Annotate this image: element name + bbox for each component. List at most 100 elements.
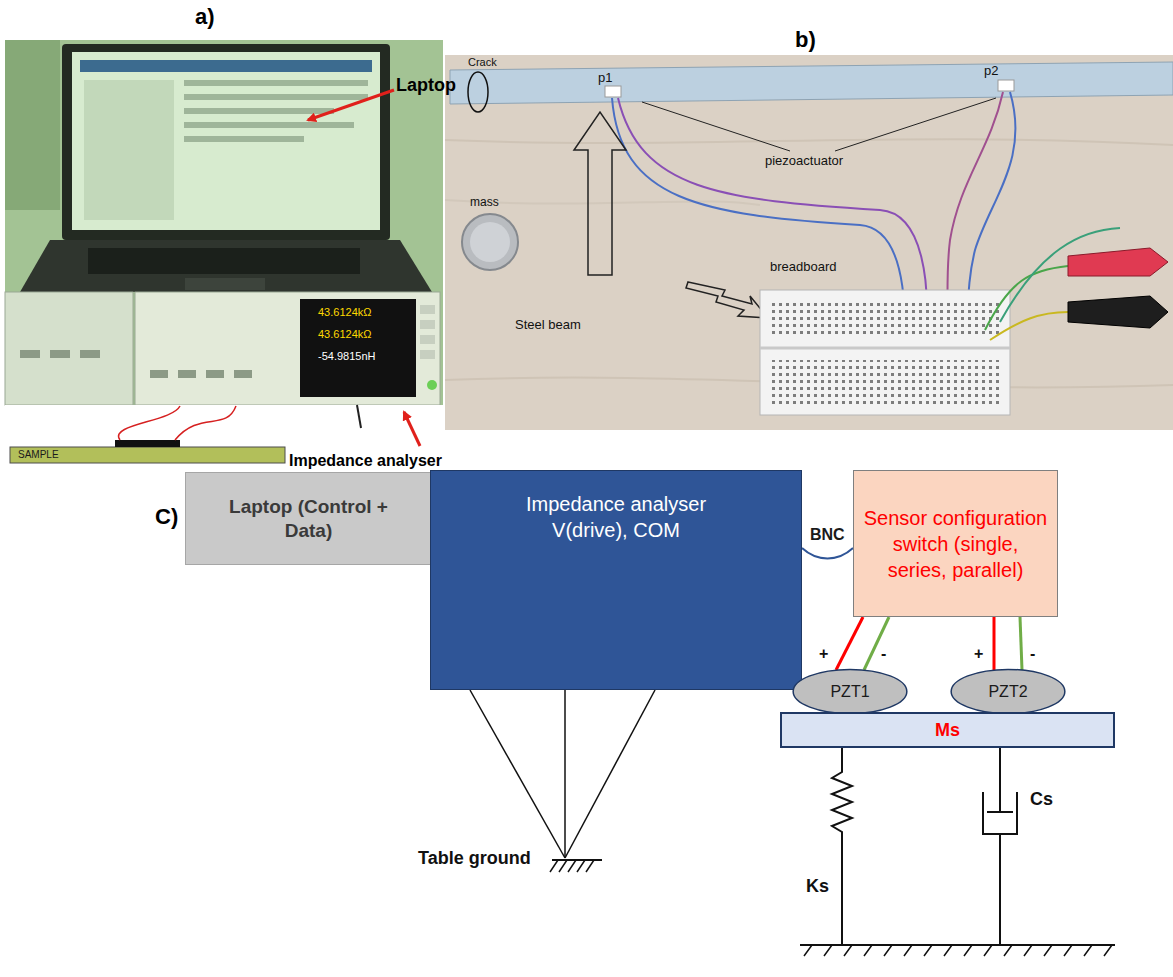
drawing-part bbox=[184, 80, 368, 86]
drawing-part bbox=[574, 112, 626, 275]
mass-block: Ms bbox=[780, 712, 1115, 748]
drawing-part bbox=[1068, 296, 1168, 328]
drawing-part bbox=[50, 350, 70, 358]
drawing-part bbox=[62, 44, 390, 240]
drawing-part bbox=[184, 108, 334, 114]
callout-label: Impedance analyser bbox=[289, 452, 442, 470]
ground-label: Table ground bbox=[418, 849, 531, 869]
drawing-part bbox=[175, 406, 236, 440]
text-holder: Sensor configuration switch (single, ser… bbox=[863, 505, 1048, 583]
polarity-sign: - bbox=[881, 645, 886, 663]
polarity-sign: - bbox=[1030, 645, 1035, 663]
node-text: Laptop (Control + Data) bbox=[209, 495, 409, 543]
pzt-ellipse: PZT2 bbox=[950, 668, 1066, 715]
photo-label: p1 bbox=[598, 71, 612, 85]
drawing-part bbox=[184, 122, 354, 128]
laptop-box: Laptop (Control + Data) bbox=[185, 472, 432, 565]
photo-label: Steel beam bbox=[515, 318, 581, 332]
drawing-part bbox=[72, 52, 380, 230]
drawing-part bbox=[642, 102, 790, 151]
drawing-part bbox=[150, 370, 168, 378]
drawing-part bbox=[686, 282, 768, 318]
photo-label: mass bbox=[470, 196, 499, 209]
drawing-part bbox=[470, 222, 510, 262]
drawing-part bbox=[450, 62, 1173, 104]
drawing-part bbox=[119, 406, 180, 440]
ellipse-shape bbox=[793, 669, 907, 713]
screen-reading: 43.6124kΩ bbox=[318, 306, 372, 318]
text-holder: PZT1 bbox=[830, 683, 869, 701]
screen-reading: -54.9815nH bbox=[318, 350, 376, 362]
polarity-sign: + bbox=[819, 645, 828, 663]
photo-label: p2 bbox=[984, 64, 998, 78]
drawing-part bbox=[5, 40, 60, 210]
screen-reading: 43.6124kΩ bbox=[318, 328, 372, 340]
node-text: Impedance analyser V(drive), COM bbox=[501, 491, 731, 543]
drawing-part bbox=[445, 139, 1173, 145]
switch-box: Sensor configuration switch (single, ser… bbox=[853, 470, 1058, 617]
panel-label: b) bbox=[795, 28, 816, 52]
damper-label: Cs bbox=[1030, 790, 1053, 810]
sample-label: SAMPLE bbox=[18, 449, 59, 460]
drawing-part bbox=[760, 290, 1010, 415]
drawing-part bbox=[80, 350, 100, 358]
drawing-part bbox=[404, 412, 420, 446]
drawing-part bbox=[804, 945, 1112, 956]
drawing-part bbox=[84, 80, 174, 220]
panel-label: C) bbox=[155, 505, 178, 529]
wire-line bbox=[993, 617, 996, 670]
drawing-part bbox=[5, 292, 133, 405]
drawing-part bbox=[88, 248, 360, 274]
drawing-part bbox=[605, 86, 621, 97]
drawing-part bbox=[10, 447, 285, 463]
drawing-part bbox=[80, 60, 372, 72]
connector bbox=[802, 548, 853, 559]
photo-label: Crack bbox=[468, 56, 497, 68]
node-text: Sensor configuration switch (single, ser… bbox=[863, 505, 1048, 583]
drawing-part bbox=[20, 350, 40, 358]
drawing-part bbox=[420, 305, 435, 314]
drawing-part bbox=[565, 690, 655, 858]
drawing-part bbox=[357, 405, 361, 428]
node-text: PZT1 bbox=[830, 683, 869, 701]
node-text: PZT2 bbox=[988, 683, 1027, 701]
pzt-ellipse: PZT1 bbox=[792, 668, 908, 715]
photo-lab-setup bbox=[5, 40, 443, 470]
drawing-part bbox=[990, 312, 1068, 340]
drawing-part bbox=[5, 405, 443, 470]
polarity-sign: + bbox=[974, 645, 983, 663]
ellipse-shape bbox=[951, 669, 1065, 713]
edge-label: BNC bbox=[808, 526, 847, 544]
drawing-part bbox=[427, 380, 437, 390]
drawing-part bbox=[184, 94, 368, 100]
photo-label: breadboard bbox=[770, 260, 837, 274]
drawing-part bbox=[550, 860, 594, 872]
drawing-part bbox=[770, 300, 1000, 335]
wire-line bbox=[836, 617, 863, 670]
panel-label: a) bbox=[195, 5, 215, 29]
drawing-part bbox=[832, 748, 852, 945]
drawing-part bbox=[470, 690, 565, 858]
callout-label: Laptop bbox=[396, 76, 456, 96]
analyser-box: Impedance analyser V(drive), COM bbox=[430, 470, 802, 690]
text-holder: PZT2 bbox=[988, 683, 1027, 701]
drawing-part bbox=[983, 748, 1017, 945]
drawing-part bbox=[308, 90, 394, 120]
text-holder: Ms bbox=[935, 720, 960, 741]
drawing-part bbox=[234, 370, 252, 378]
drawing-part bbox=[420, 335, 435, 344]
setup-schematic bbox=[470, 690, 1115, 956]
drawing-part bbox=[462, 214, 518, 270]
wire-line bbox=[1020, 617, 1022, 670]
photo-steel-beam bbox=[445, 55, 1173, 430]
drawing-part bbox=[760, 347, 1010, 350]
wire-line bbox=[802, 548, 853, 559]
drawing-part bbox=[800, 944, 1115, 946]
drawing-part bbox=[184, 136, 304, 142]
drawing-part bbox=[300, 299, 416, 397]
drawing-part bbox=[770, 360, 1000, 405]
text-holder: Impedance analyser V(drive), COM bbox=[501, 491, 731, 543]
drawing-part bbox=[178, 370, 196, 378]
drawing-part bbox=[135, 292, 440, 405]
